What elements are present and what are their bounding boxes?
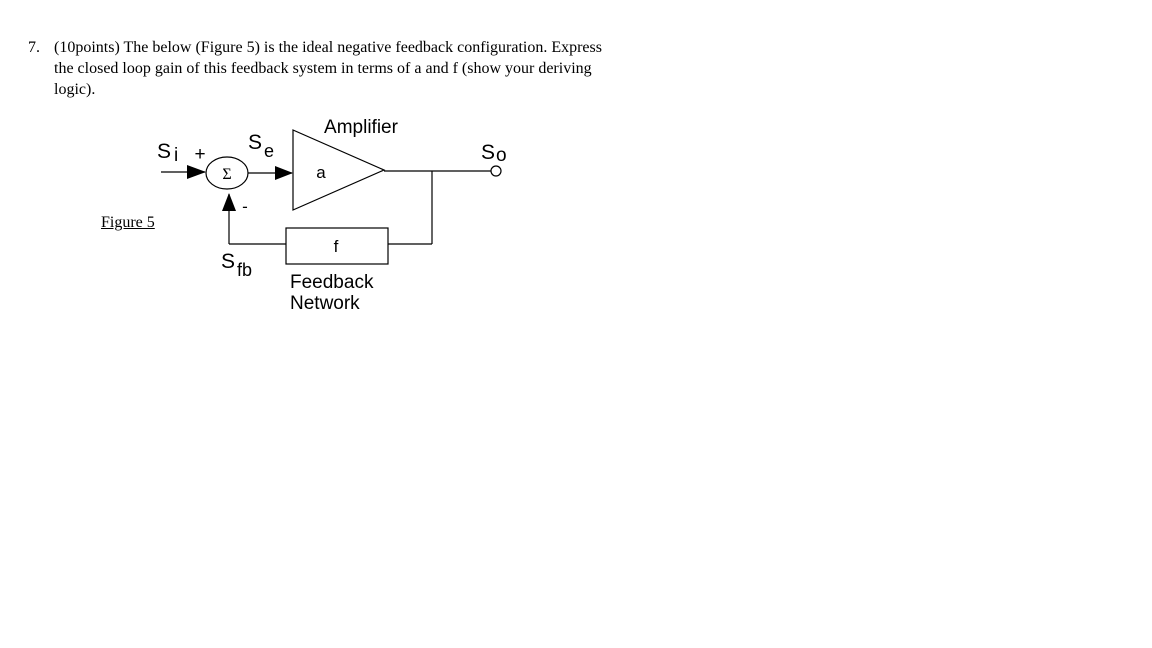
feedback-title-line-2: Network — [290, 293, 360, 314]
amplifier-block — [292, 129, 386, 211]
question-line-2: the closed loop gain of this feedback sy… — [54, 60, 592, 77]
plus-sign: + — [194, 144, 205, 165]
feedback-title-line-1: Feedback — [290, 272, 374, 293]
output-terminal — [490, 165, 502, 177]
minus-sign: - — [242, 197, 248, 216]
input-arrowhead — [187, 165, 206, 179]
feedback-network-block — [285, 227, 389, 265]
summer-symbol: Σ — [222, 166, 231, 183]
amplifier-gain: a — [316, 163, 326, 182]
amplifier-title: Amplifier — [324, 117, 399, 138]
question-line-1: (10points) The below (Figure 5) is the i… — [54, 39, 602, 56]
error-arrowhead — [275, 166, 293, 180]
question-line-3: logic). — [54, 81, 96, 98]
question-number: 7. — [28, 39, 40, 56]
feedback-arrowhead — [222, 193, 236, 211]
feedback-gain: f — [334, 237, 339, 256]
figure-caption: Figure 5 — [101, 214, 155, 231]
output-signal-label: So — [481, 141, 507, 166]
